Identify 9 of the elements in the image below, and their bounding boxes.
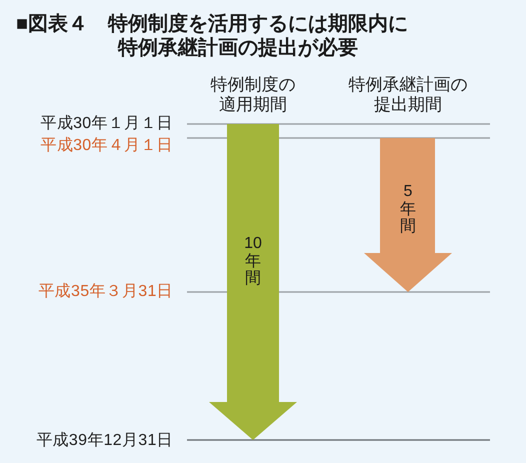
column-heading: 特例承継計画の提出期間 xyxy=(347,75,468,115)
duration-label: 10年間 xyxy=(243,235,263,288)
date-label: 平成35年３月31日 xyxy=(38,282,173,302)
date-label: 平成30年４月１日 xyxy=(40,136,173,156)
column-heading: 特例制度の適用期間 xyxy=(209,75,296,115)
diagram-title: ■図表４ 特例制度を活用するには期限内に特例承継計画の提出が必要 xyxy=(16,12,410,60)
date-label: 平成30年１月１日 xyxy=(40,114,173,134)
date-label: 平成39年12月31日 xyxy=(36,431,173,451)
duration-label: 5年間 xyxy=(399,183,417,236)
